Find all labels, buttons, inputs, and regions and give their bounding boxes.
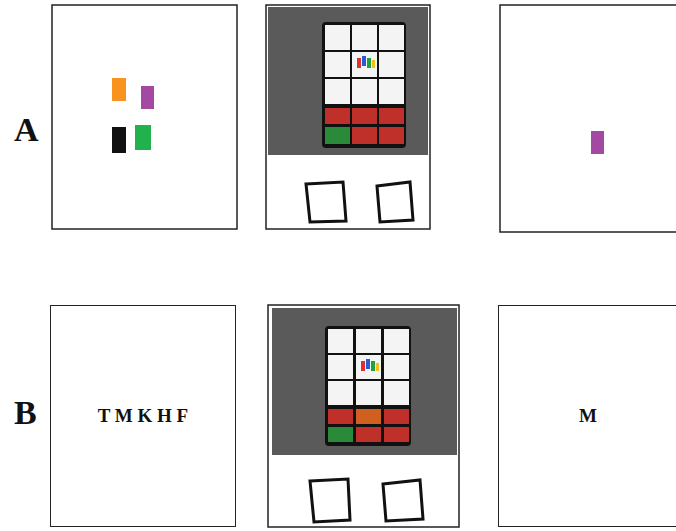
- panel: T M K H F: [50, 305, 236, 527]
- panel: [52, 5, 237, 229]
- panel: M: [498, 305, 676, 527]
- sketch-square: [310, 479, 350, 522]
- row-label: B: [14, 396, 37, 430]
- panel: [500, 5, 676, 232]
- color-bar: [112, 78, 126, 101]
- stimulus-text: M: [579, 405, 597, 427]
- rubiks-cube: [325, 326, 411, 446]
- row-label: A: [14, 113, 39, 147]
- color-bar: [591, 131, 604, 154]
- color-bar: [141, 86, 154, 109]
- stimulus-text: T M K H F: [98, 405, 188, 427]
- photo: [268, 7, 428, 155]
- sketch-square: [383, 480, 423, 521]
- panel: [268, 305, 459, 527]
- color-bar: [135, 125, 151, 150]
- color-bar: [112, 127, 126, 153]
- panel: [266, 5, 430, 229]
- photo: [272, 308, 457, 455]
- rubiks-cube: [322, 22, 406, 148]
- sketch-square: [377, 182, 413, 222]
- sketch-square: [306, 182, 346, 222]
